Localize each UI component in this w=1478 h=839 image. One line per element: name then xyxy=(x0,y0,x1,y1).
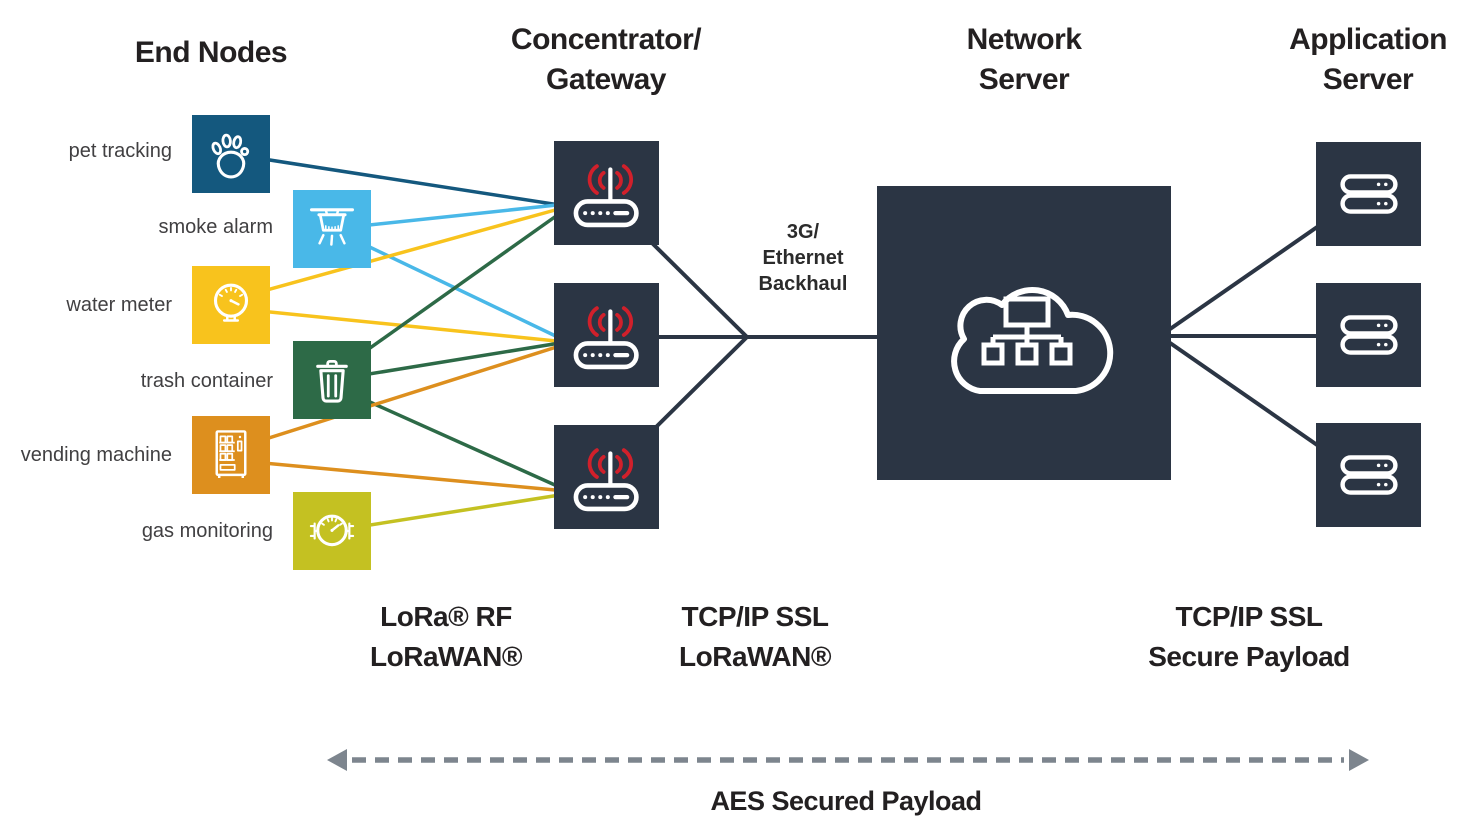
line-gateway3-to-network xyxy=(646,335,749,437)
end-nodes-heading: End Nodes xyxy=(134,36,288,69)
end-node-label-pet-tracking: pet tracking xyxy=(68,140,172,162)
app-server-1-box xyxy=(1316,142,1421,246)
aes-arrow-left-head xyxy=(327,749,347,771)
line-vending-to-gateway3 xyxy=(230,458,567,493)
line-gas-to-gateway3 xyxy=(331,492,567,533)
end-node-label-trash-container: trash container xyxy=(140,370,273,392)
aes-secured-payload-label: AES Secured Payload xyxy=(710,786,982,816)
backhaul-label-line1: 3G/ xyxy=(786,221,820,243)
line-gateway1-to-network xyxy=(646,237,749,339)
line-smoke-to-gateway1 xyxy=(331,202,567,231)
gateway-heading-line2: Gateway xyxy=(546,63,666,96)
gateway-1-box xyxy=(554,141,659,245)
aes-arrow-right-head xyxy=(1349,749,1369,771)
router-icon xyxy=(565,435,649,519)
router-icon xyxy=(565,151,649,235)
vending-machine-icon xyxy=(215,430,247,478)
tcpip-secure-payload-label-line2: Secure Payload xyxy=(1148,641,1350,672)
smoke-detector-icon xyxy=(309,208,355,246)
lora-rf-label-line2: LoRaWAN® xyxy=(370,641,522,672)
end-node-pet-tracking-box xyxy=(192,115,270,193)
gateway-heading: Concentrator/ Gateway xyxy=(456,20,756,100)
application-server-heading: Application Server xyxy=(1218,20,1478,100)
line-smoke-to-gateway2 xyxy=(331,227,567,343)
line-network-to-app1 xyxy=(1158,205,1348,338)
line-trash-to-gateway3 xyxy=(331,383,567,492)
end-node-label-vending-machine: vending machine xyxy=(20,444,172,466)
backhaul-label: 3G/ Ethernet Backhaul xyxy=(723,219,883,297)
app-server-2-box xyxy=(1316,283,1421,387)
line-water-to-gateway1 xyxy=(230,205,567,302)
end-node-trash-container-box xyxy=(293,341,371,419)
line-trash-to-gateway1 xyxy=(330,207,568,377)
line-vending-to-gateway2 xyxy=(230,342,567,452)
server-icon xyxy=(1329,154,1409,234)
tcpip-lorawan-label: TCP/IP SSL LoRaWAN® xyxy=(605,597,905,677)
trash-can-icon xyxy=(316,360,348,403)
end-node-label-gas-monitoring: gas monitoring xyxy=(141,520,273,542)
tcpip-secure-payload-label: TCP/IP SSL Secure Payload xyxy=(1099,597,1399,677)
line-network-to-app3 xyxy=(1158,334,1348,467)
gas-gauge-icon xyxy=(309,514,355,547)
server-icon xyxy=(1329,295,1409,375)
end-node-label-water-meter: water meter xyxy=(66,294,172,316)
gateway-2-box xyxy=(554,283,659,387)
paw-icon xyxy=(211,133,250,179)
end-node-smoke-alarm-box xyxy=(293,190,371,268)
end-node-water-meter-box xyxy=(192,266,270,344)
cloud-network-icon xyxy=(951,286,1114,394)
network-server-heading-line2: Server xyxy=(978,63,1070,96)
lora-rf-label-line1: LoRa® RF xyxy=(380,601,512,632)
line-trash-to-gateway2 xyxy=(331,340,567,382)
router-icon xyxy=(565,293,649,377)
network-server-box xyxy=(877,186,1171,480)
backhaul-label-line2: Ethernet xyxy=(762,247,844,269)
application-server-heading-line1: Application xyxy=(1289,23,1447,56)
tcpip-secure-payload-label-line1: TCP/IP SSL xyxy=(1175,601,1323,632)
network-server-heading-line1: Network xyxy=(966,23,1082,56)
network-server-heading: Network Server xyxy=(874,20,1174,100)
line-water-to-gateway2 xyxy=(230,306,567,344)
end-node-label-smoke-alarm: smoke alarm xyxy=(158,216,273,238)
lora-rf-label: LoRa® RF LoRaWAN® xyxy=(296,597,596,677)
aes-secured-payload-arrow xyxy=(327,749,1369,771)
server-icon xyxy=(1329,435,1409,515)
tcpip-lorawan-label-line1: TCP/IP SSL xyxy=(681,601,829,632)
end-node-vending-machine-box xyxy=(192,416,270,494)
gateway-3-box xyxy=(554,425,659,529)
app-server-3-box xyxy=(1316,423,1421,527)
application-server-heading-line2: Server xyxy=(1322,63,1414,96)
gateway-heading-line1: Concentrator/ xyxy=(510,23,702,56)
water-meter-icon xyxy=(213,283,249,322)
end-node-gas-monitoring-box xyxy=(293,492,371,570)
backhaul-label-line3: Backhaul xyxy=(758,273,848,295)
tcpip-lorawan-label-line2: LoRaWAN® xyxy=(679,641,831,672)
line-pet-to-gateway1 xyxy=(230,152,567,208)
